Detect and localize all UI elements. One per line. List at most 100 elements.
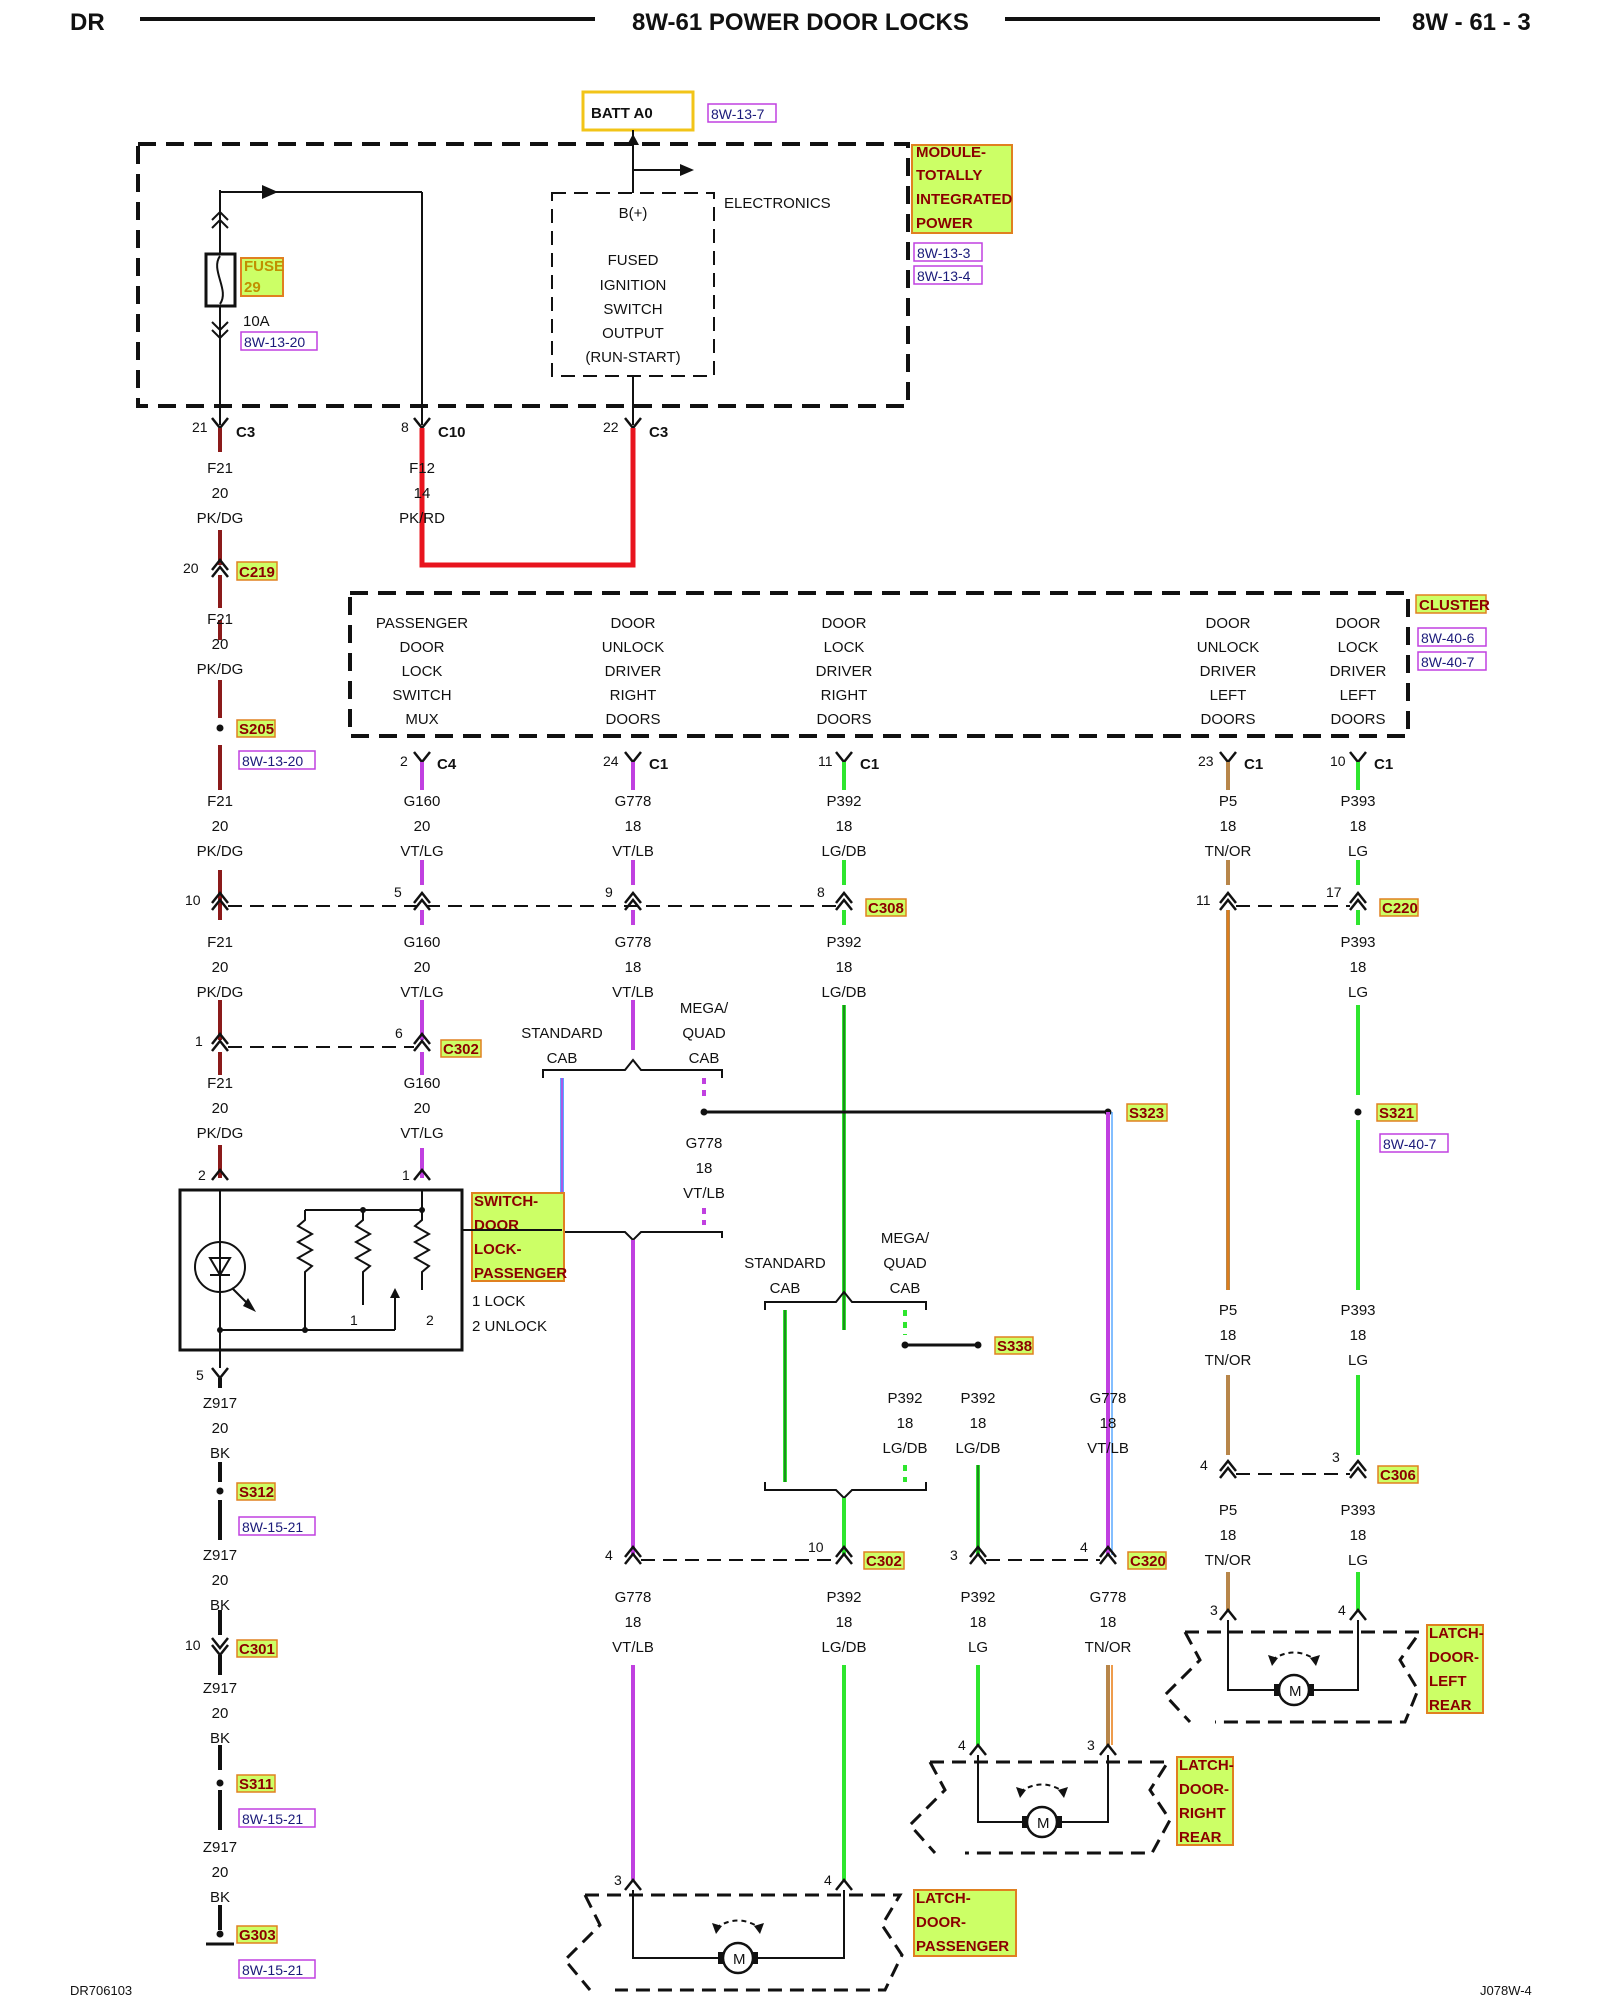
elec-line-6: (RUN-START): [585, 349, 680, 366]
svg-text:S338: S338: [997, 1338, 1032, 1355]
svg-text:18: 18: [1350, 1527, 1367, 1544]
svg-text:TN/OR: TN/OR: [1085, 1639, 1132, 1656]
labels-g778-mega: G778 18 VT/LB: [683, 1135, 725, 1202]
svg-text:4: 4: [1080, 1539, 1088, 1555]
wire-f12-circuit: F12: [409, 460, 435, 477]
switch-legend-unlock: 2 UNLOCK: [472, 1318, 547, 1335]
svg-text:LATCH-: LATCH-: [1179, 1757, 1234, 1774]
svg-text:MEGA/: MEGA/: [881, 1230, 930, 1247]
svg-text:VT/LB: VT/LB: [612, 984, 654, 1001]
svg-text:P393: P393: [1340, 1502, 1375, 1519]
tipm-ref-box-1: [913, 242, 983, 262]
switch-body: [178, 1188, 464, 1352]
wire-f21-circuit-3: F21: [207, 793, 233, 810]
latch-door-left-rear: 3 4 M LATCH- DOOR- LEFT REAR: [1162, 1602, 1484, 1724]
tipm-ref-2[interactable]: 8W-13-4: [917, 268, 971, 284]
tipm-label-2: TOTALLY: [916, 167, 982, 184]
labels-z917-1: Z917 20 BK: [203, 1395, 237, 1462]
cluster-ref-box-1: [1417, 627, 1487, 647]
svg-text:LG/DB: LG/DB: [821, 843, 866, 860]
svg-text:LG: LG: [1348, 843, 1368, 860]
fuse-arrow-right: [262, 185, 278, 199]
svg-text:S311: S311: [239, 1776, 273, 1793]
svg-text:VT/LB: VT/LB: [612, 843, 654, 860]
wire-f21-gauge-2: 20: [212, 636, 229, 653]
splice-s323: S323: [700, 1103, 1168, 1122]
svg-text:S312: S312: [239, 1484, 274, 1501]
svg-text:18: 18: [625, 1614, 642, 1631]
connector-c302-lower: 4 10 C302: [605, 1539, 905, 1570]
svg-text:20: 20: [212, 1572, 229, 1589]
svg-text:CAB: CAB: [890, 1280, 921, 1297]
svg-text:3: 3: [614, 1872, 622, 1888]
labels-row-3: F21 20 PK/DG G160 20 VT/LG: [197, 1075, 444, 1142]
svg-text:2: 2: [400, 753, 408, 769]
elec-line-3: IGNITION: [600, 277, 667, 294]
svg-text:8W-15-21[interactable]: 8W-15-21: [242, 1962, 303, 1978]
svg-text:8W-13-20[interactable]: 8W-13-20: [242, 753, 303, 769]
svg-text:VT/LG: VT/LG: [400, 843, 443, 860]
svg-text:18: 18: [970, 1415, 987, 1432]
splice-s311: S311 8W-15-21: [216, 1774, 316, 1828]
svg-text:18: 18: [836, 818, 853, 835]
connector-c3-21: 21 C3: [192, 417, 255, 441]
svg-text:G778: G778: [1090, 1589, 1127, 1606]
switch-internals: 1 2: [194, 1190, 434, 1350]
cluster-ref-1[interactable]: 8W-40-6: [1421, 630, 1475, 646]
svg-text:TN/OR: TN/OR: [1205, 1552, 1252, 1569]
svg-text:MEGA/: MEGA/: [680, 1000, 729, 1017]
cab-split-lower: STANDARD CAB MEGA/ QUAD CAB: [744, 1230, 930, 1500]
svg-text:QUAD: QUAD: [883, 1255, 927, 1272]
svg-text:G778: G778: [1090, 1390, 1127, 1407]
wire-f21-circuit-2: F21: [207, 611, 233, 628]
svg-text:VT/LG: VT/LG: [400, 984, 443, 1001]
tipm-ref-1[interactable]: 8W-13-3: [917, 245, 971, 261]
tipm-ref-box-2: [913, 265, 983, 285]
svg-text:MUX: MUX: [405, 711, 438, 728]
svg-text:LG/DB: LG/DB: [955, 1440, 1000, 1457]
fuse-ref[interactable]: 8W-13-20: [244, 334, 305, 350]
svg-text:Z917: Z917: [203, 1680, 237, 1697]
svg-text:C301: C301: [239, 1641, 275, 1658]
splice-s205: S205 8W-13-20: [216, 719, 316, 790]
fuse-label: FUSE: [244, 258, 284, 275]
svg-text:1: 1: [195, 1033, 203, 1049]
connector-c302-upper: 1 6 C302: [195, 1025, 482, 1058]
labels-row-bottom: G778 18 VT/LB P392 18 LG/DB P392 18 LG G…: [612, 1589, 1131, 1656]
tipm-label-4: POWER: [916, 215, 973, 232]
svg-text:18: 18: [836, 959, 853, 976]
svg-text:LOCK: LOCK: [1338, 639, 1379, 656]
tipm-label-1: MODULE-: [916, 144, 986, 161]
connector-c10-8: 8 C10: [401, 417, 466, 441]
batt-arrow-up: [627, 134, 639, 145]
cluster-ref-2[interactable]: 8W-40-7: [1421, 654, 1475, 670]
svg-text:S323: S323: [1129, 1105, 1164, 1122]
svg-text:VT/LB: VT/LB: [612, 1639, 654, 1656]
svg-text:8W-40-7[interactable]: 8W-40-7: [1383, 1136, 1437, 1152]
svg-text:PASSENGER: PASSENGER: [376, 615, 468, 632]
svg-text:18: 18: [696, 1160, 713, 1177]
batt-ref[interactable]: 8W-13-7: [711, 106, 765, 122]
svg-text:LG/DB: LG/DB: [821, 1639, 866, 1656]
connector-c308: 10 5 9 8 C308: [185, 884, 907, 917]
svg-text:P392: P392: [826, 934, 861, 951]
svg-text:Z917: Z917: [203, 1395, 237, 1412]
svg-text:8W-15-21[interactable]: 8W-15-21: [242, 1519, 303, 1535]
wire-f12-color: PK/RD: [399, 510, 445, 527]
svg-text:18: 18: [897, 1415, 914, 1432]
svg-text:CAB: CAB: [770, 1280, 801, 1297]
wire-f21-circuit-1: F21: [207, 460, 233, 477]
svg-text:LOCK: LOCK: [824, 639, 865, 656]
svg-text:8W-15-21[interactable]: 8W-15-21: [242, 1811, 303, 1827]
svg-text:LEFT: LEFT: [1340, 687, 1377, 704]
cluster-col-lock-left: DOOR LOCK DRIVER LEFT DOORS: [1330, 615, 1387, 728]
labels-z917-3: Z917 20 BK: [203, 1680, 237, 1747]
wire-f12-pkrd[interactable]: [419, 428, 636, 568]
svg-text:8: 8: [817, 884, 825, 900]
connector-c301: 10 C301: [185, 1637, 278, 1658]
connector-c1-10: 10 C1: [1330, 751, 1393, 773]
svg-text:DOORS: DOORS: [1330, 711, 1385, 728]
switch-label-2: DOOR: [474, 1217, 519, 1234]
svg-text:21: 21: [192, 419, 208, 435]
